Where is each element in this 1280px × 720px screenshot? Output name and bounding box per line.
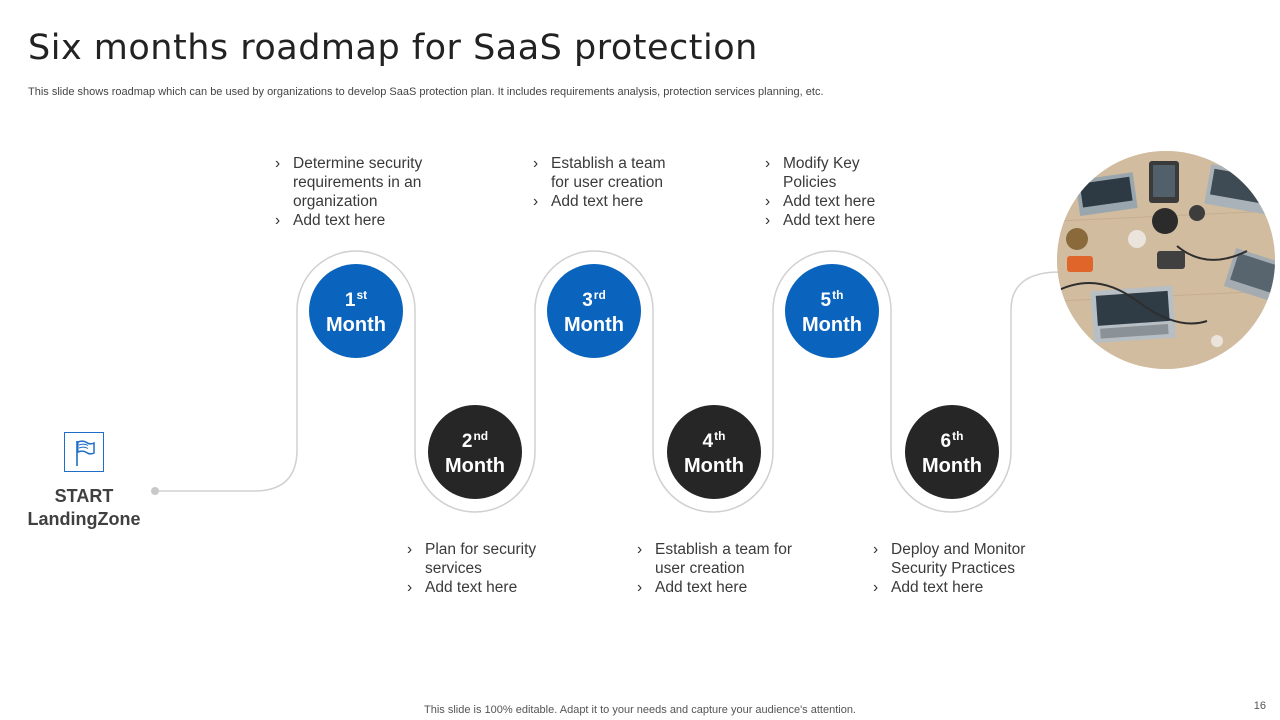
workspace-photo [1057,151,1275,369]
month-word: Month [684,455,744,477]
month-4-circle: 4th Month [667,405,761,499]
bullet-item: Add text here [871,578,1051,597]
slide-title: Six months roadmap for SaaS protection [28,28,758,68]
bullet-item: Deploy and Monitor Security Practices [871,540,1051,578]
month-word: Month [564,314,624,336]
slide-subtitle: This slide shows roadmap which can be us… [28,86,824,98]
month-suffix: th [952,429,964,443]
start-label-line2: LandingZone [27,509,141,529]
month-1-bullets: Determine security requirements in an or… [273,154,443,230]
month-suffix: st [356,288,368,302]
month-word: Month [445,455,505,477]
month-suffix: th [832,288,844,302]
month-5-bullets: Modify Key Policies Add text here Add te… [763,154,903,230]
month-2-bullets: Plan for security services Add text here [405,540,565,597]
bullet-item: Add text here [531,192,671,211]
bullet-item: Modify Key Policies [763,154,903,192]
month-number: 6 [940,431,952,452]
month-number: 2 [461,431,473,452]
start-label-line1: START [54,486,114,506]
month-suffix: nd [473,429,489,443]
bullet-item: Add text here [763,192,903,211]
bullet-item: Add text here [405,578,565,597]
month-4-bullets: Establish a team for user creation Add t… [635,540,795,597]
month-suffix: rd [593,288,606,302]
connector-start-dot [151,487,159,495]
month-number: 3 [582,290,593,311]
page-number: 16 [1253,700,1266,712]
month-2-circle: 2nd Month [428,405,522,499]
month-number: 1 [344,290,356,311]
bullet-item: Add text here [763,211,903,230]
bullet-item: Establish a team for user creation [635,540,795,578]
bullet-item: Determine security requirements in an or… [273,154,443,211]
month-number: 4 [702,431,714,452]
slide-footer: This slide is 100% editable. Adapt it to… [424,704,856,716]
month-1-circle: 1st Month [309,264,403,358]
month-5-circle: 5th Month [785,264,879,358]
month-6-circle: 6th Month [905,405,999,499]
month-3-bullets: Establish a team for user creation Add t… [531,154,671,211]
bullet-item: Add text here [635,578,795,597]
bullet-item: Add text here [273,211,443,230]
month-3-circle: 3rd Month [547,264,641,358]
month-6-bullets: Deploy and Monitor Security Practices Ad… [871,540,1051,597]
month-word: Month [802,314,862,336]
month-number: 5 [820,290,832,311]
connector-line [155,250,1061,513]
start-landing-zone-label: START LandingZone [14,485,154,531]
month-word: Month [326,314,386,336]
bullet-item: Plan for security services [405,540,565,578]
bullet-item: Establish a team for user creation [531,154,671,192]
month-suffix: th [714,429,726,443]
flag-icon [64,432,104,472]
month-word: Month [922,455,982,477]
